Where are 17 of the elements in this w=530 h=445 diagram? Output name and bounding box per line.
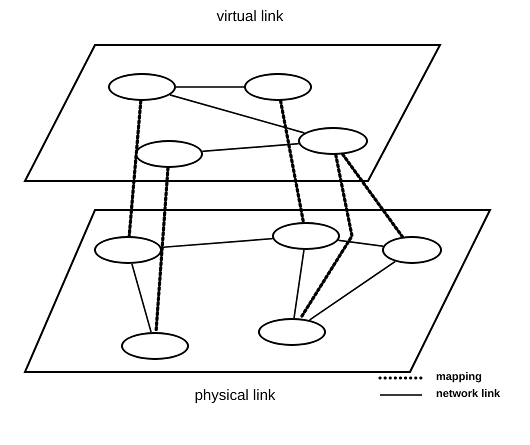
plane-title: physical link <box>194 388 276 403</box>
network-link-line <box>131 264 152 332</box>
plane-title: virtual link <box>216 9 284 24</box>
network-link-line <box>161 238 273 248</box>
dotted-mapping-line <box>341 152 404 238</box>
network-link-line <box>202 142 299 152</box>
network-link-line <box>170 94 305 134</box>
dotted-mapping-line <box>279 99 305 224</box>
network-link-line <box>309 260 396 321</box>
network-link-line <box>293 250 305 318</box>
network-link-line <box>176 86 244 88</box>
dotted-mapping-line <box>128 99 142 238</box>
dotted-mapping-line <box>298 153 354 320</box>
legend-label: network link <box>436 389 500 400</box>
legend-label: mapping <box>436 372 482 383</box>
network-link-line <box>338 239 384 247</box>
dotted-mapping-line <box>154 166 170 334</box>
